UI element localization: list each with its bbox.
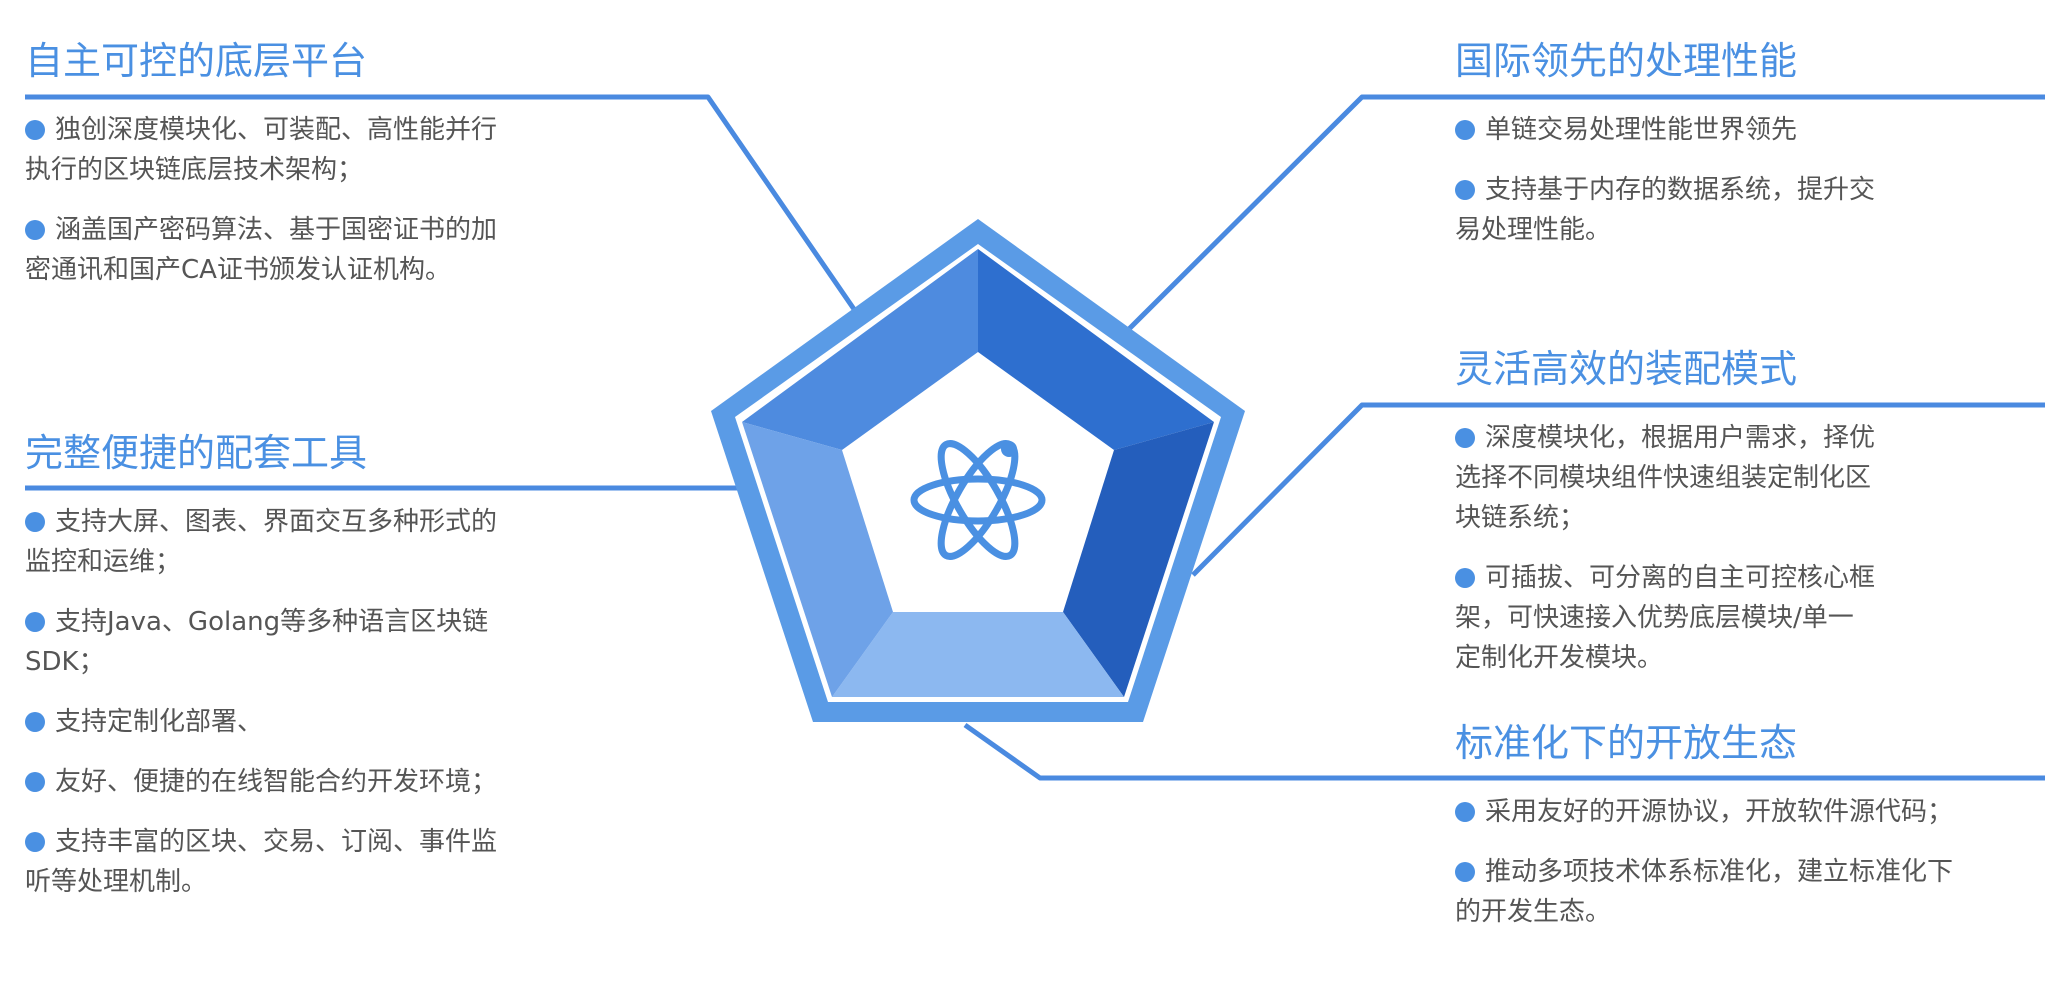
dot-icon [1455,180,1475,200]
dot-icon [1455,428,1475,448]
bullet-list: 单链交易处理性能世界领先 支持基于内存的数据系统，提升交易处理性能。 [1455,110,1875,270]
bullet-item: 支持大屏、图表、界面交互多种形式的监控和运维； [25,507,498,577]
dot-icon [25,832,45,852]
section-title: 完整便捷的配套工具 [25,431,368,475]
section-title: 标准化下的开放生态 [1455,721,1798,765]
section-title: 国际领先的处理性能 [1455,39,1798,83]
connector-mid-right [1191,402,2045,577]
section-title: 自主可控的底层平台 [25,39,368,83]
panel-right [1063,422,1214,697]
connector-top-right [1126,94,2045,332]
bullet-item: 支持丰富的区块、交易、订阅、事件监听等处理机制。 [25,827,498,897]
dot-icon [25,712,45,732]
bullet-item: 涵盖国产密码算法、基于国密证书的加密通讯和国产CA证书颁发认证机构。 [25,215,498,285]
bullet-item: 推动多项技术体系标准化，建立标准化下的开发生态。 [1455,857,1954,927]
bullet-item: 采用友好的开源协议，开放软件源代码； [1455,792,1955,832]
dot-icon [25,512,45,532]
dot-icon [1455,120,1475,140]
atom-icon [910,440,1046,560]
panel-left [742,422,893,697]
dot-icon [25,772,45,792]
panel-top-right [978,249,1214,450]
connector-bottom-right [963,722,2045,781]
bullet-list: 独创深度模块化、可装配、高性能并行执行的区块链底层技术架构； 涵盖国产密码算法、… [25,110,520,310]
bullet-item: 支持定制化部署、 [25,702,520,742]
bullet-list: 支持大屏、图表、界面交互多种形式的监控和运维； 支持Java、Golang等多种… [25,502,520,922]
connector-top-left [25,94,861,317]
dot-icon [25,120,45,140]
dot-icon [25,220,45,240]
panel-bottom [832,612,1124,697]
bullet-item: 友好、便捷的在线智能合约开发环境； [25,762,520,802]
section-title: 灵活高效的装配模式 [1455,347,1798,391]
bullet-list: 深度模块化，根据用户需求，择优选择不同模块组件快速组装定制化区块链系统； 可插拔… [1455,418,1875,698]
dot-icon [1455,802,1475,822]
dot-icon [25,612,45,632]
bullet-item: 支持基于内存的数据系统，提升交易处理性能。 [1455,175,1876,245]
bullet-item: 单链交易处理性能世界领先 [1455,110,1875,150]
panel-top-left [742,249,978,450]
bullet-item: 深度模块化，根据用户需求，择优选择不同模块组件快速组装定制化区块链系统； [1455,423,1876,533]
bullet-item: 可插拔、可分离的自主可控核心框架，可快速接入优势底层模块/单一定制化开发模块。 [1455,563,1876,673]
bullet-list: 采用友好的开源协议，开放软件源代码； 推动多项技术体系标准化，建立标准化下的开发… [1455,792,1955,952]
bullet-item: 独创深度模块化、可装配、高性能并行执行的区块链底层技术架构； [25,115,498,185]
bullet-item: 支持Java、Golang等多种语言区块链SDK； [25,607,489,677]
dot-icon [1455,568,1475,588]
dot-icon [1455,862,1475,882]
